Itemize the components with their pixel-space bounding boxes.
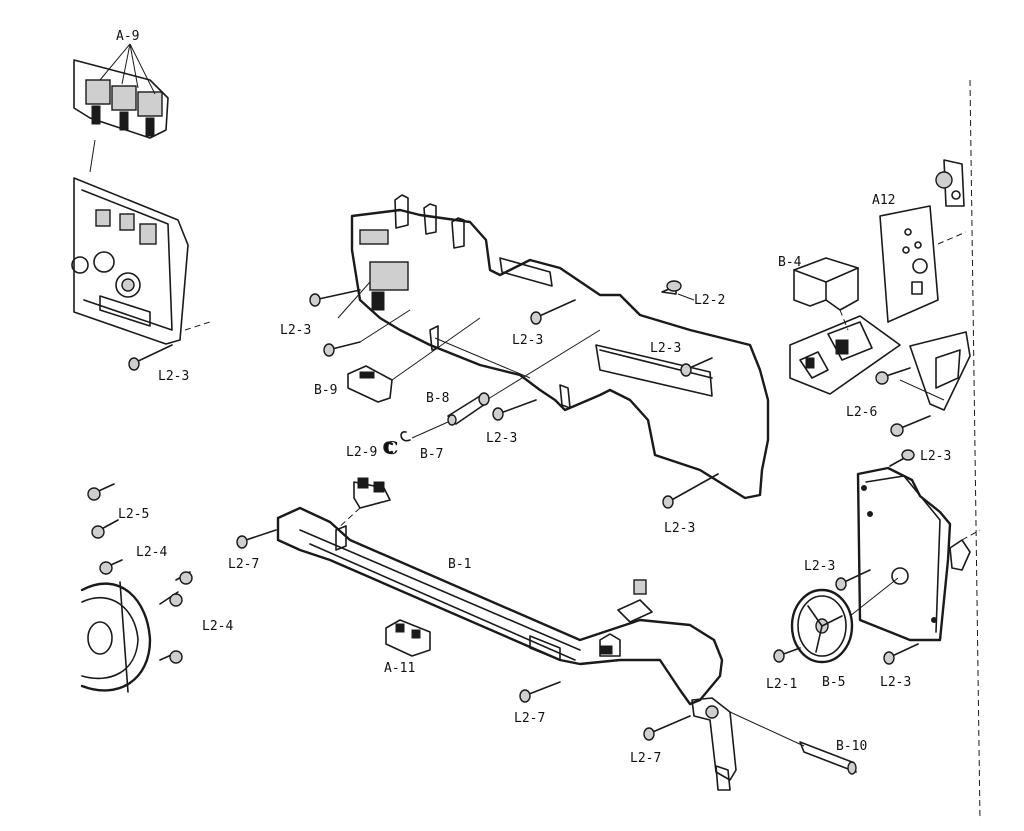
label-b1: B-1 <box>448 557 472 572</box>
screw-l2-2 <box>661 280 695 301</box>
part-l2-9-clip <box>383 441 394 454</box>
label-a11: A-11 <box>384 661 416 676</box>
screw-l2-3-upper-b <box>323 309 411 357</box>
part-b9-bracket <box>347 317 481 403</box>
screw-l2-7-mid <box>519 681 561 703</box>
label-l2-3-right-top: L2-3 <box>920 449 952 464</box>
screw-l2-3-right-top <box>889 449 915 467</box>
part-board <box>789 315 901 395</box>
label-l2-5: L2-5 <box>118 507 150 522</box>
part-right-bracket <box>899 331 971 411</box>
part-knob-top-right <box>935 159 965 207</box>
label-b7: B-7 <box>420 447 444 462</box>
label-b5: B-5 <box>822 675 846 690</box>
label-l2-3-right-mid: L2-3 <box>804 559 836 574</box>
screw-l2-4-a <box>99 559 123 575</box>
label-l2-3-right: L2-3 <box>650 341 682 356</box>
screw-l2-3-center <box>530 299 576 325</box>
screw-l2-5-b <box>91 519 119 539</box>
part-speaker <box>80 581 152 693</box>
part-b1-bar <box>276 506 724 706</box>
part-b7-washer <box>400 421 449 442</box>
part-small-clip-right <box>633 579 647 595</box>
label-b4: B-4 <box>778 255 802 270</box>
screw-l2-4-c <box>175 571 193 585</box>
label-l2-4-bottom: L2-4 <box>202 619 234 634</box>
label-b10: B-10 <box>836 739 868 754</box>
part-b10-pin <box>799 741 857 775</box>
part-b4-block <box>793 257 859 331</box>
screw-l2-3-upper-a <box>309 281 371 319</box>
part-b5-flywheel <box>790 577 899 664</box>
screw-l2-3-right-mid <box>835 569 871 591</box>
screw-l2-4-d <box>159 650 183 664</box>
label-a9: A-9 <box>116 29 140 44</box>
label-l2-7-mid: L2-7 <box>514 711 546 726</box>
label-l2-2: L2-2 <box>694 293 726 308</box>
screw-l2-3-right-upper <box>680 357 713 377</box>
screw-l2-4-b <box>159 591 183 607</box>
screw-l2-7-left <box>236 529 277 549</box>
label-b8: B-8 <box>426 391 450 406</box>
part-a12-plate <box>879 205 967 323</box>
part-left-panel <box>71 177 211 345</box>
label-l2-7-right: L2-7 <box>630 751 662 766</box>
part-a9-buttons <box>73 43 169 173</box>
part-a11-clip <box>385 619 431 657</box>
clip-c-glyph: C <box>384 438 399 459</box>
label-l2-3-center: L2-3 <box>512 333 544 348</box>
screw-l2-3-left <box>128 344 173 371</box>
label-l2-1: L2-1 <box>766 677 798 692</box>
part-top-small-block <box>335 477 391 531</box>
label-l2-6: L2-6 <box>846 405 878 420</box>
label-l2-3-lower-center: L2-3 <box>486 431 518 446</box>
label-l2-3-bottom-right: L2-3 <box>664 521 696 536</box>
screw-l2-7-right <box>643 715 691 741</box>
screw-l2-3-bottom-right <box>662 473 719 509</box>
screw-l2-1 <box>773 647 801 663</box>
label-l2-4-top: L2-4 <box>136 545 168 560</box>
screw-l2-5-a <box>87 483 115 501</box>
screw-l2-3-lower-center <box>492 399 537 421</box>
part-right-side-plate <box>856 466 971 642</box>
screw-l2-6-a <box>875 367 911 385</box>
label-l2-7-left: L2-7 <box>228 557 260 572</box>
screw-l2-6-b <box>890 415 931 437</box>
label-a12: A12 <box>872 193 896 208</box>
screw-l2-3-right-low <box>883 643 919 665</box>
label-b9: B-9 <box>314 383 338 398</box>
part-b8-shaft <box>447 329 601 426</box>
part-upper-chassis <box>350 194 770 500</box>
label-l2-3-right-low: L2-3 <box>880 675 912 690</box>
label-l2-3-upper-left: L2-3 <box>280 323 312 338</box>
part-lower-arm <box>691 697 805 791</box>
label-l2-9: L2-9 <box>346 445 378 460</box>
label-l2-3-left: L2-3 <box>158 369 190 384</box>
